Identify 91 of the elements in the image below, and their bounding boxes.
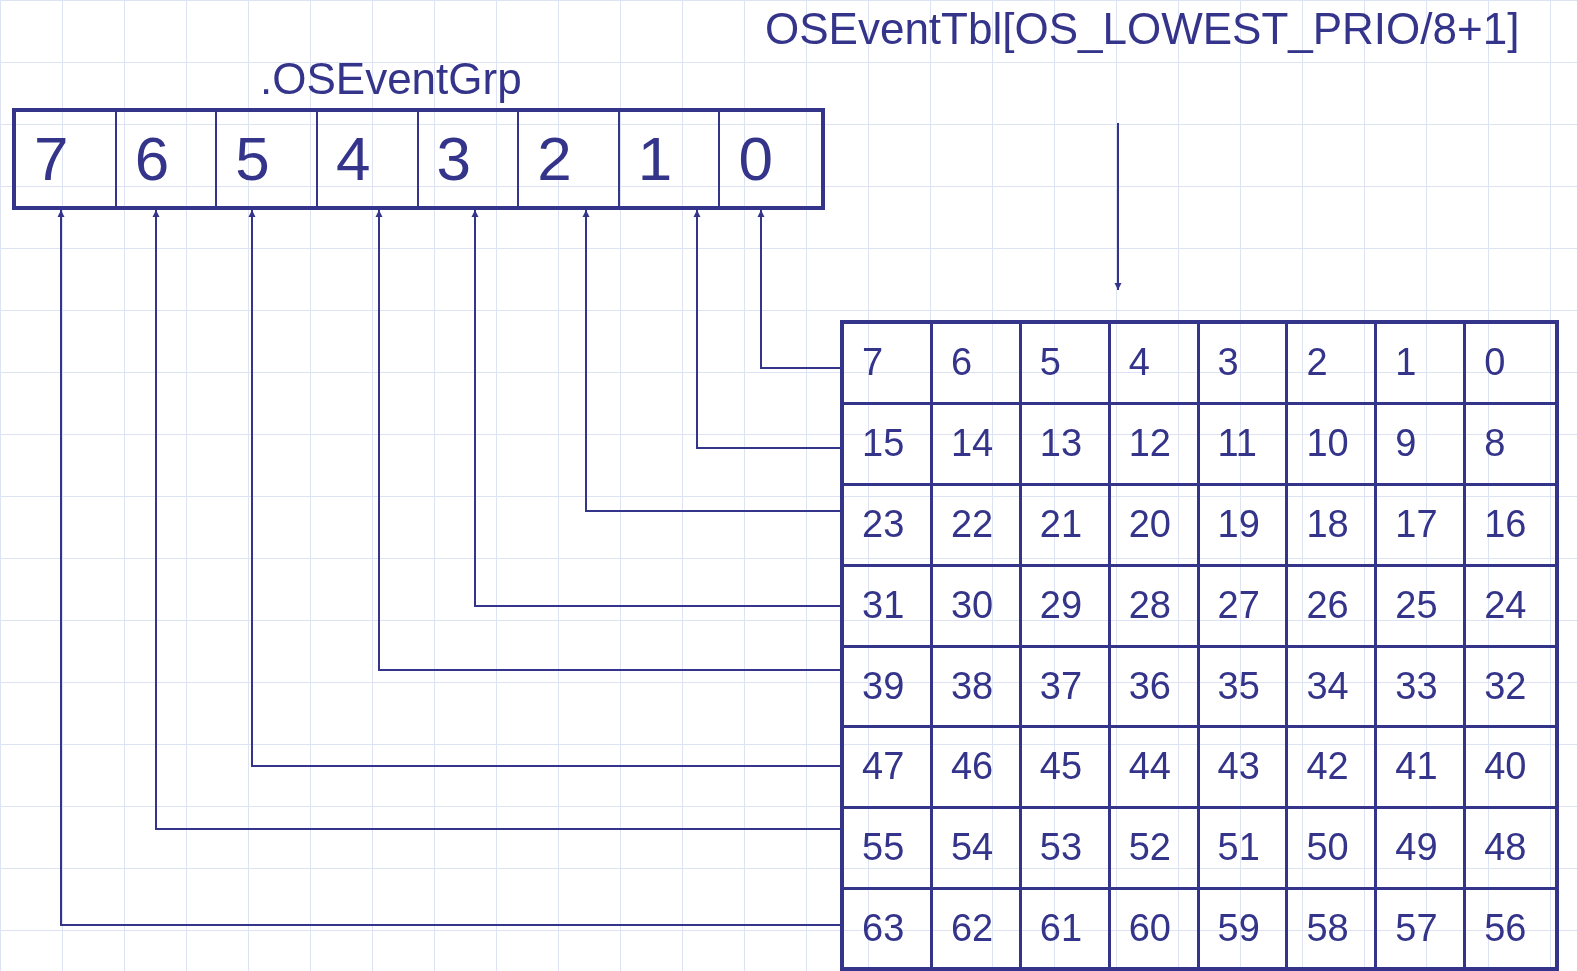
arrow [152,209,841,830]
table-cell: 5 [1021,324,1111,402]
table-row [844,566,1555,648]
table-cell: 32 [1466,647,1555,726]
table-cell: 38 [932,647,1022,726]
table-cell: 11 [1199,404,1289,483]
table-cell: 28 [1110,566,1200,645]
table-cell: 31 [844,566,933,645]
table-row [844,728,1555,810]
table-cell: 27 [1199,566,1289,645]
table-cell: 12 [1110,404,1200,483]
table-cell: 35 [1199,647,1289,726]
bit-cell: 4 [317,112,419,206]
table-cell: 53 [1021,809,1111,888]
bit-cell: 0 [720,112,821,206]
arrow [1114,122,1122,291]
variable-name: OSEventTbl[OS_LOWEST_PRIO/8+1] [765,4,1520,54]
table-cell: 50 [1288,809,1378,888]
bit-cell: 5 [217,112,318,206]
table-cell: 17 [1377,485,1467,564]
arrow [57,209,841,926]
bit-cell: 7 [16,112,117,206]
table-cell: 58 [1288,890,1378,968]
table-cell: 24 [1466,566,1555,645]
table-cell: 4 [1110,324,1200,402]
table-cell: 61 [1021,890,1111,968]
table-cell: 30 [932,566,1022,645]
table-cell: 37 [1021,647,1111,726]
table-grid [840,320,1559,971]
table-cell: 63 [844,890,933,968]
table-cell: 62 [932,890,1022,968]
table-cell: 39 [844,647,933,726]
bit-cell: 2 [519,112,620,206]
table-cell: 16 [1466,485,1555,564]
table-cell: 51 [1199,809,1289,888]
table-cell: 57 [1377,890,1467,968]
table-cell: 33 [1377,647,1467,726]
arrow [471,209,841,607]
arrow [248,209,841,767]
table-row [844,324,1555,405]
table-cell: 34 [1288,647,1378,726]
table-cell: 15 [844,404,933,483]
table-cell: 14 [932,404,1022,483]
table-cell: 45 [1021,728,1111,807]
table-cell: 22 [932,485,1022,564]
table-cell: 10 [1288,404,1378,483]
table-cell: 25 [1377,566,1467,645]
table-cell: 46 [932,728,1022,807]
table-cell: 23 [844,485,933,564]
table-cell: 13 [1021,404,1111,483]
table-cell: 0 [1466,324,1555,402]
table-cell: 21 [1021,485,1111,564]
bit-cell: 1 [619,112,721,206]
table-row [844,404,1555,486]
bit-cell: 3 [418,112,520,206]
table-cell: 48 [1466,809,1555,888]
table-cell: 3 [1199,324,1289,402]
table-cell: 1 [1377,324,1467,402]
table-cell: 7 [844,324,933,402]
variable-name: .OSEventGrp [260,54,522,104]
table-cell: 52 [1110,809,1200,888]
table-cell: 20 [1110,485,1200,564]
table-cell: 56 [1466,890,1555,968]
table-row [844,485,1555,567]
table-cell: 42 [1288,728,1378,807]
table-cell: 59 [1199,890,1289,968]
table-row [844,647,1555,729]
table-cell: 18 [1288,485,1378,564]
table-cell: 9 [1377,404,1467,483]
table-cell: 55 [844,809,933,888]
table-cell: 43 [1199,728,1289,807]
table-cell: 29 [1021,566,1111,645]
table-cell: 44 [1110,728,1200,807]
table-cell: 36 [1110,647,1200,726]
table-cell: 8 [1466,404,1555,483]
table-cell: 54 [932,809,1022,888]
arrow [582,209,841,512]
table-cell: 49 [1377,809,1467,888]
table-cell: 41 [1377,728,1467,807]
table-cell: 26 [1288,566,1378,645]
table-row [844,809,1555,891]
arrow [375,209,841,671]
table-cell: 19 [1199,485,1289,564]
table-cell: 2 [1288,324,1378,402]
arrow [693,209,841,449]
table-cell: 40 [1466,728,1555,807]
table-cell: 47 [844,728,933,807]
arrow [757,209,841,369]
bit-cell: 6 [116,112,218,206]
table-cell: 60 [1110,890,1200,968]
table-cell: 6 [932,324,1022,402]
